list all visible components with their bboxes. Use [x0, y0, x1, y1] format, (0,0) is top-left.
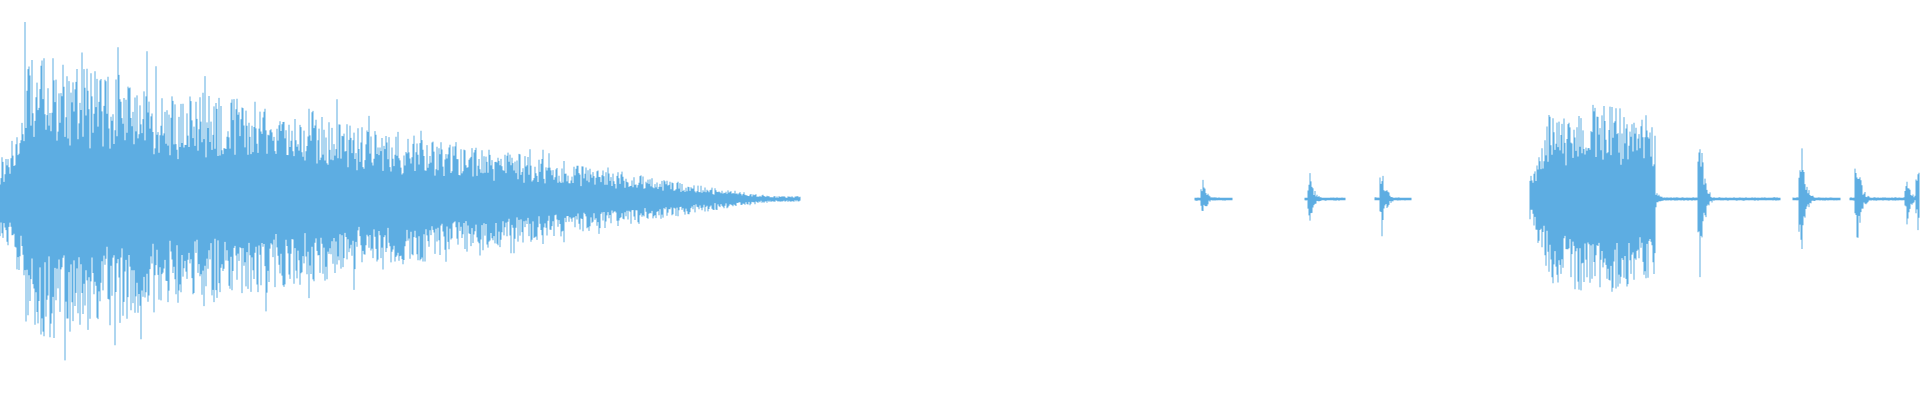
- waveform-samples: [0, 22, 1920, 361]
